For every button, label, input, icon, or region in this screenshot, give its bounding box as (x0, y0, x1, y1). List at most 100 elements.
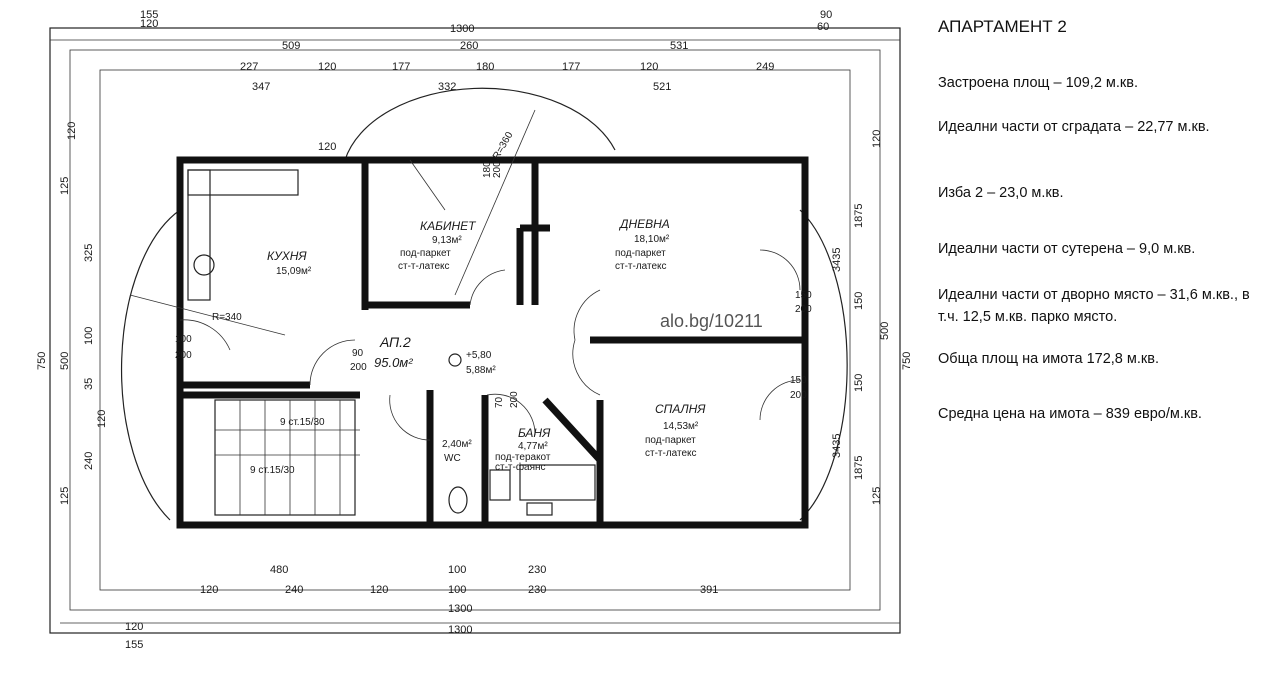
average-price: Средна цена на имота – 839 евро/м.кв. (938, 406, 1202, 422)
door-70-h: 200 (509, 391, 520, 408)
dim-left-2: 325 (83, 244, 95, 262)
living-floor: под-паркет (615, 248, 666, 259)
dim-bot-r2-4: 230 (528, 584, 546, 596)
dim-top-1300: 1300 (450, 23, 474, 35)
dim-right-8: 120 (871, 130, 883, 148)
dim-top-r2-4: 177 (562, 61, 580, 73)
dim-left-8: 240 (83, 452, 95, 470)
radius-label-2: R=340 (212, 312, 242, 323)
floor-plan-drawing: alo.bg/10211 КУХНЯ 15,09м² КАБИНЕТ 9,13м… (36, 9, 913, 651)
office-floor: под-паркет (400, 248, 451, 259)
common-parts-building: Идеални части от сградата – 22,77 м.кв. (938, 119, 1210, 135)
dim-top-120: 120 (140, 18, 158, 30)
bedroom-walls: ст-т-латекс (645, 448, 697, 459)
room-labels: КУХНЯ 15,09м² КАБИНЕТ 9,13м² под-паркет … (212, 130, 706, 476)
kitchen-label: КУХНЯ (267, 249, 307, 263)
dimension-frame (49, 27, 901, 634)
bath-walls: ст-т-фаянс (495, 461, 546, 473)
dim-right-9: 750 (901, 352, 913, 370)
dim-right-0: 1875 (853, 204, 865, 228)
kitchen-counter (187, 169, 299, 301)
dim-top-120b: 120 (318, 141, 336, 153)
dim-top-r2-6: 249 (756, 61, 774, 73)
living-label: ДНЕВНА (618, 217, 670, 231)
dim-top-r1-1: 260 (460, 40, 478, 52)
total-area: Обща площ на имота 172,8 м.кв. (938, 351, 1159, 367)
dim-right-7: 125 (871, 487, 883, 505)
dim-bot-r2-2: 120 (370, 584, 388, 596)
bedroom-floor: под-паркет (645, 435, 696, 446)
door-150-w: 150 (795, 290, 812, 301)
dim-top-r2-2: 177 (392, 61, 410, 73)
dim-bot-1300: 1300 (448, 603, 472, 615)
door-180-h: 200 (492, 161, 503, 178)
dim-left-6: 35 (83, 378, 95, 390)
office-walls: ст-т-латекс (398, 261, 450, 272)
dim-left-0: 120 (66, 122, 78, 140)
wc-label: WC (444, 453, 461, 464)
door-100-h: 200 (175, 350, 192, 361)
apartment-label: АП.2 (379, 334, 411, 350)
apartment-area: 95.0м² (374, 355, 413, 370)
dim-bot-155: 155 (125, 639, 143, 651)
stairs-label-2: 9 ст.15/30 (250, 465, 295, 476)
dim-top-r2-1: 120 (318, 61, 336, 73)
level-symbol (448, 353, 462, 367)
dim-bot-r1-2: 230 (528, 564, 546, 576)
bath-area: 4,77м² (518, 441, 548, 452)
wc-area: 2,40м² (442, 439, 472, 450)
door-180-w: 180 (482, 161, 493, 178)
dim-top-r1-2: 531 (670, 40, 688, 52)
bedroom-label: СПАЛНЯ (655, 402, 706, 416)
bath-label: БАНЯ (518, 426, 551, 440)
door-70-w: 70 (494, 396, 505, 408)
dim-top-r3-2: 521 (653, 81, 671, 93)
living-walls: ст-т-латекс (615, 261, 667, 272)
dim-bot-r1-0: 480 (270, 564, 288, 576)
dim-bot-r2-1: 240 (285, 584, 303, 596)
door-90-w: 90 (352, 348, 364, 359)
dim-bot-1300b: 1300 (448, 624, 472, 636)
dim-top-155: 155 (140, 9, 158, 21)
bath-floor: под-теракот (495, 452, 551, 463)
top-dimensions: 155 120 1300 90 60 509 260 531 227 120 1… (140, 9, 832, 153)
dim-left-3: 750 (36, 352, 48, 370)
bedroom-area: 14,53м² (663, 421, 699, 432)
dim-left-4: 500 (59, 352, 71, 370)
dim-right-6: 1875 (853, 456, 865, 480)
dim-left-9: 125 (59, 487, 71, 505)
kitchen-area: 15,09м² (276, 266, 312, 277)
walls (176, 156, 809, 529)
bottom-dimensions: 480 100 230 120 240 120 100 230 391 1300… (125, 564, 718, 651)
staircase (214, 399, 360, 516)
common-parts-yard: Идеални части от дворно място – 31,6 м.к… (938, 287, 1250, 325)
dim-left-5: 100 (83, 327, 95, 345)
office-area: 9,13м² (432, 235, 462, 246)
dim-right-4: 150 (853, 374, 865, 392)
dim-top-r2-5: 120 (640, 61, 658, 73)
door-labels: 100 200 90 200 150 200 150 200 180 200 7… (175, 161, 812, 408)
left-dimensions: 120 125 325 750 500 100 35 120 240 125 (36, 122, 108, 505)
dim-top-60: 60 (817, 21, 829, 33)
dim-top-r2-0: 227 (240, 61, 258, 73)
bay-arcs (120, 87, 848, 521)
door-150b-h: 200 (790, 390, 807, 401)
dim-bot-r2-0: 120 (200, 584, 218, 596)
dim-bot-r1-1: 100 (448, 564, 466, 576)
dim-top-90: 90 (820, 9, 832, 21)
dim-left-7: 120 (96, 410, 108, 428)
dim-top-r1-0: 509 (282, 40, 300, 52)
built-area: Застроена площ – 109,2 м.кв. (938, 75, 1138, 91)
door-swings (129, 109, 801, 441)
bath-fixtures (448, 464, 596, 516)
dim-right-5: 3435 (831, 434, 843, 458)
dim-top-r3-0: 347 (252, 81, 270, 93)
dim-bot-r2-5: 391 (700, 584, 718, 596)
dim-top-r3-1: 332 (438, 81, 456, 93)
office-label: КАБИНЕТ (420, 219, 477, 233)
stairs-label-1: 9 ст.15/30 (280, 417, 325, 428)
watermark: alo.bg/10211 (660, 311, 763, 331)
dim-bot-120: 120 (125, 621, 143, 633)
apartment-title: АПАРТАМЕНТ 2 (938, 17, 1067, 36)
dim-left-1: 125 (59, 177, 71, 195)
